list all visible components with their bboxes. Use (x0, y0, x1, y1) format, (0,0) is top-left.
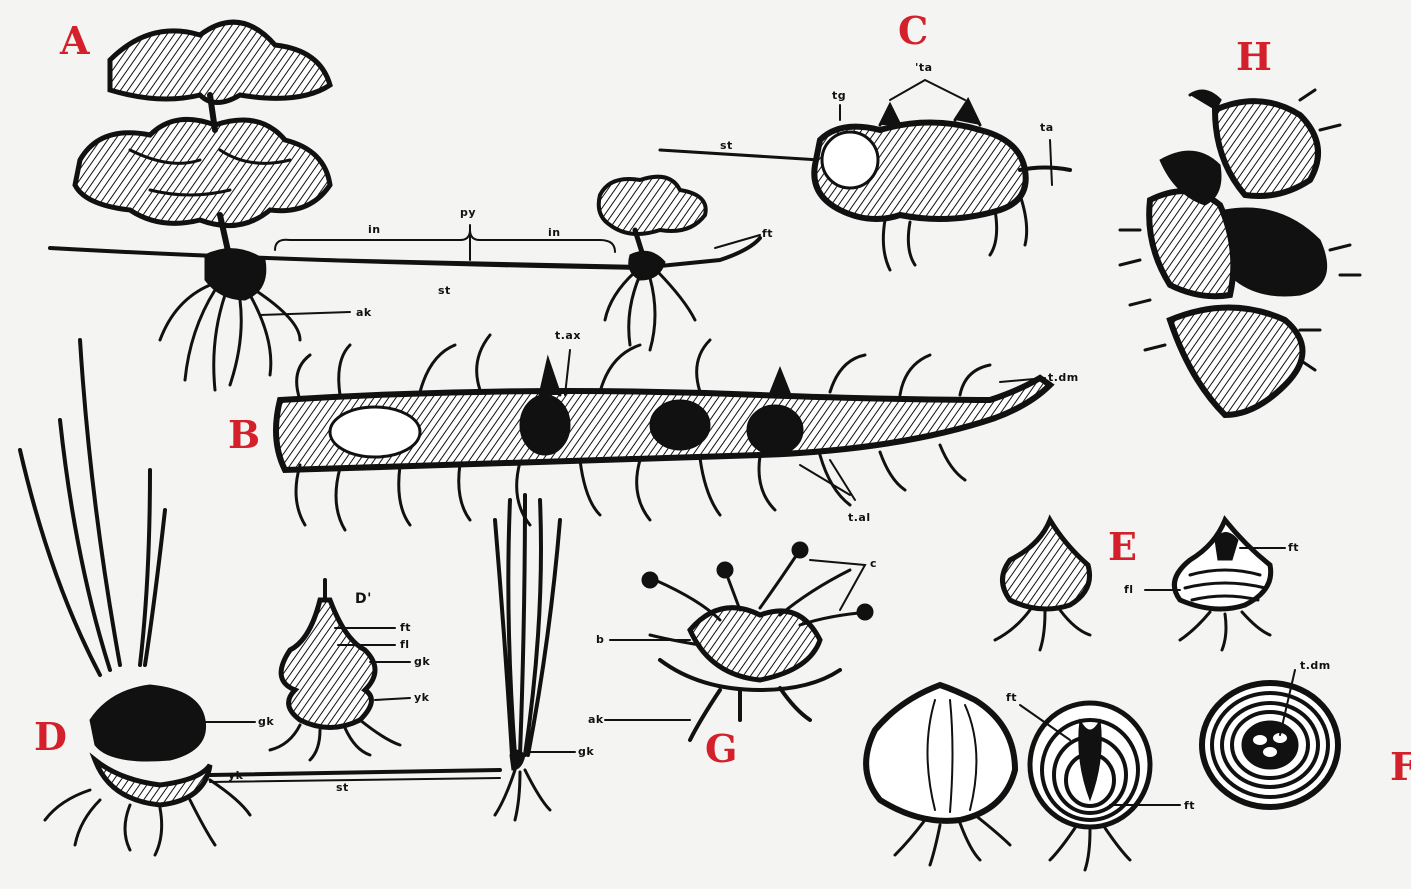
label-a-ft: ft (762, 228, 773, 239)
panel-b-drawing (276, 335, 1050, 530)
label-g-c: c (870, 558, 877, 569)
label-f-tdm: t.dm (1300, 660, 1331, 671)
label-d-gk-1: gk (414, 656, 430, 667)
label-a-st: st (438, 285, 451, 296)
label-g-b: b (596, 634, 604, 645)
label-d-gk-2: gk (258, 716, 274, 727)
panel-a-drawing (50, 22, 760, 390)
label-a-internode-1: in (368, 224, 381, 235)
label-f-ft-2: ft (1184, 800, 1195, 811)
label-c-tg: tg (832, 90, 846, 101)
label-e-fl: fl (1124, 584, 1134, 595)
panel-letter-g: G (705, 730, 737, 768)
label-c-ta-top: 'ta (915, 62, 933, 73)
panel-letter-d: D (34, 718, 67, 756)
panel-c-drawing (660, 80, 1070, 270)
label-d-ft: ft (400, 622, 411, 633)
label-c-ta-right: ta (1040, 122, 1054, 133)
panel-letter-a: A (60, 22, 89, 60)
panel-letter-h: H (1236, 38, 1272, 76)
label-d-yk-2: yk (228, 770, 244, 781)
label-e-ft: ft (1288, 542, 1299, 553)
panel-letter-b: B (228, 416, 260, 454)
label-b-tal: t.al (848, 512, 871, 523)
panel-letter-c: C (898, 12, 928, 50)
panel-letter-f: F (1390, 748, 1411, 786)
panel-e-drawing (995, 520, 1285, 650)
panel-letter-e: E (1108, 528, 1137, 566)
label-a-ak: ak (356, 307, 372, 318)
label-d-yk-1: yk (414, 692, 430, 703)
label-a-py: py (460, 207, 476, 218)
panel-g-drawing (605, 542, 873, 740)
label-f-ft-1: ft (1006, 692, 1017, 703)
panel-f-drawing (866, 670, 1338, 870)
label-d-fl: fl (400, 639, 410, 650)
label-d-st: st (336, 782, 349, 793)
panel-h-drawing (1120, 90, 1360, 415)
label-d-prime: D' (355, 592, 372, 606)
label-g-ak: ak (588, 714, 604, 725)
label-c-st: st (720, 140, 733, 151)
label-b-tax: t.ax (555, 330, 581, 341)
label-a-internode-2: in (548, 227, 561, 238)
label-d-gk-3: gk (578, 746, 594, 757)
label-b-tdm: t.dm (1048, 372, 1079, 383)
